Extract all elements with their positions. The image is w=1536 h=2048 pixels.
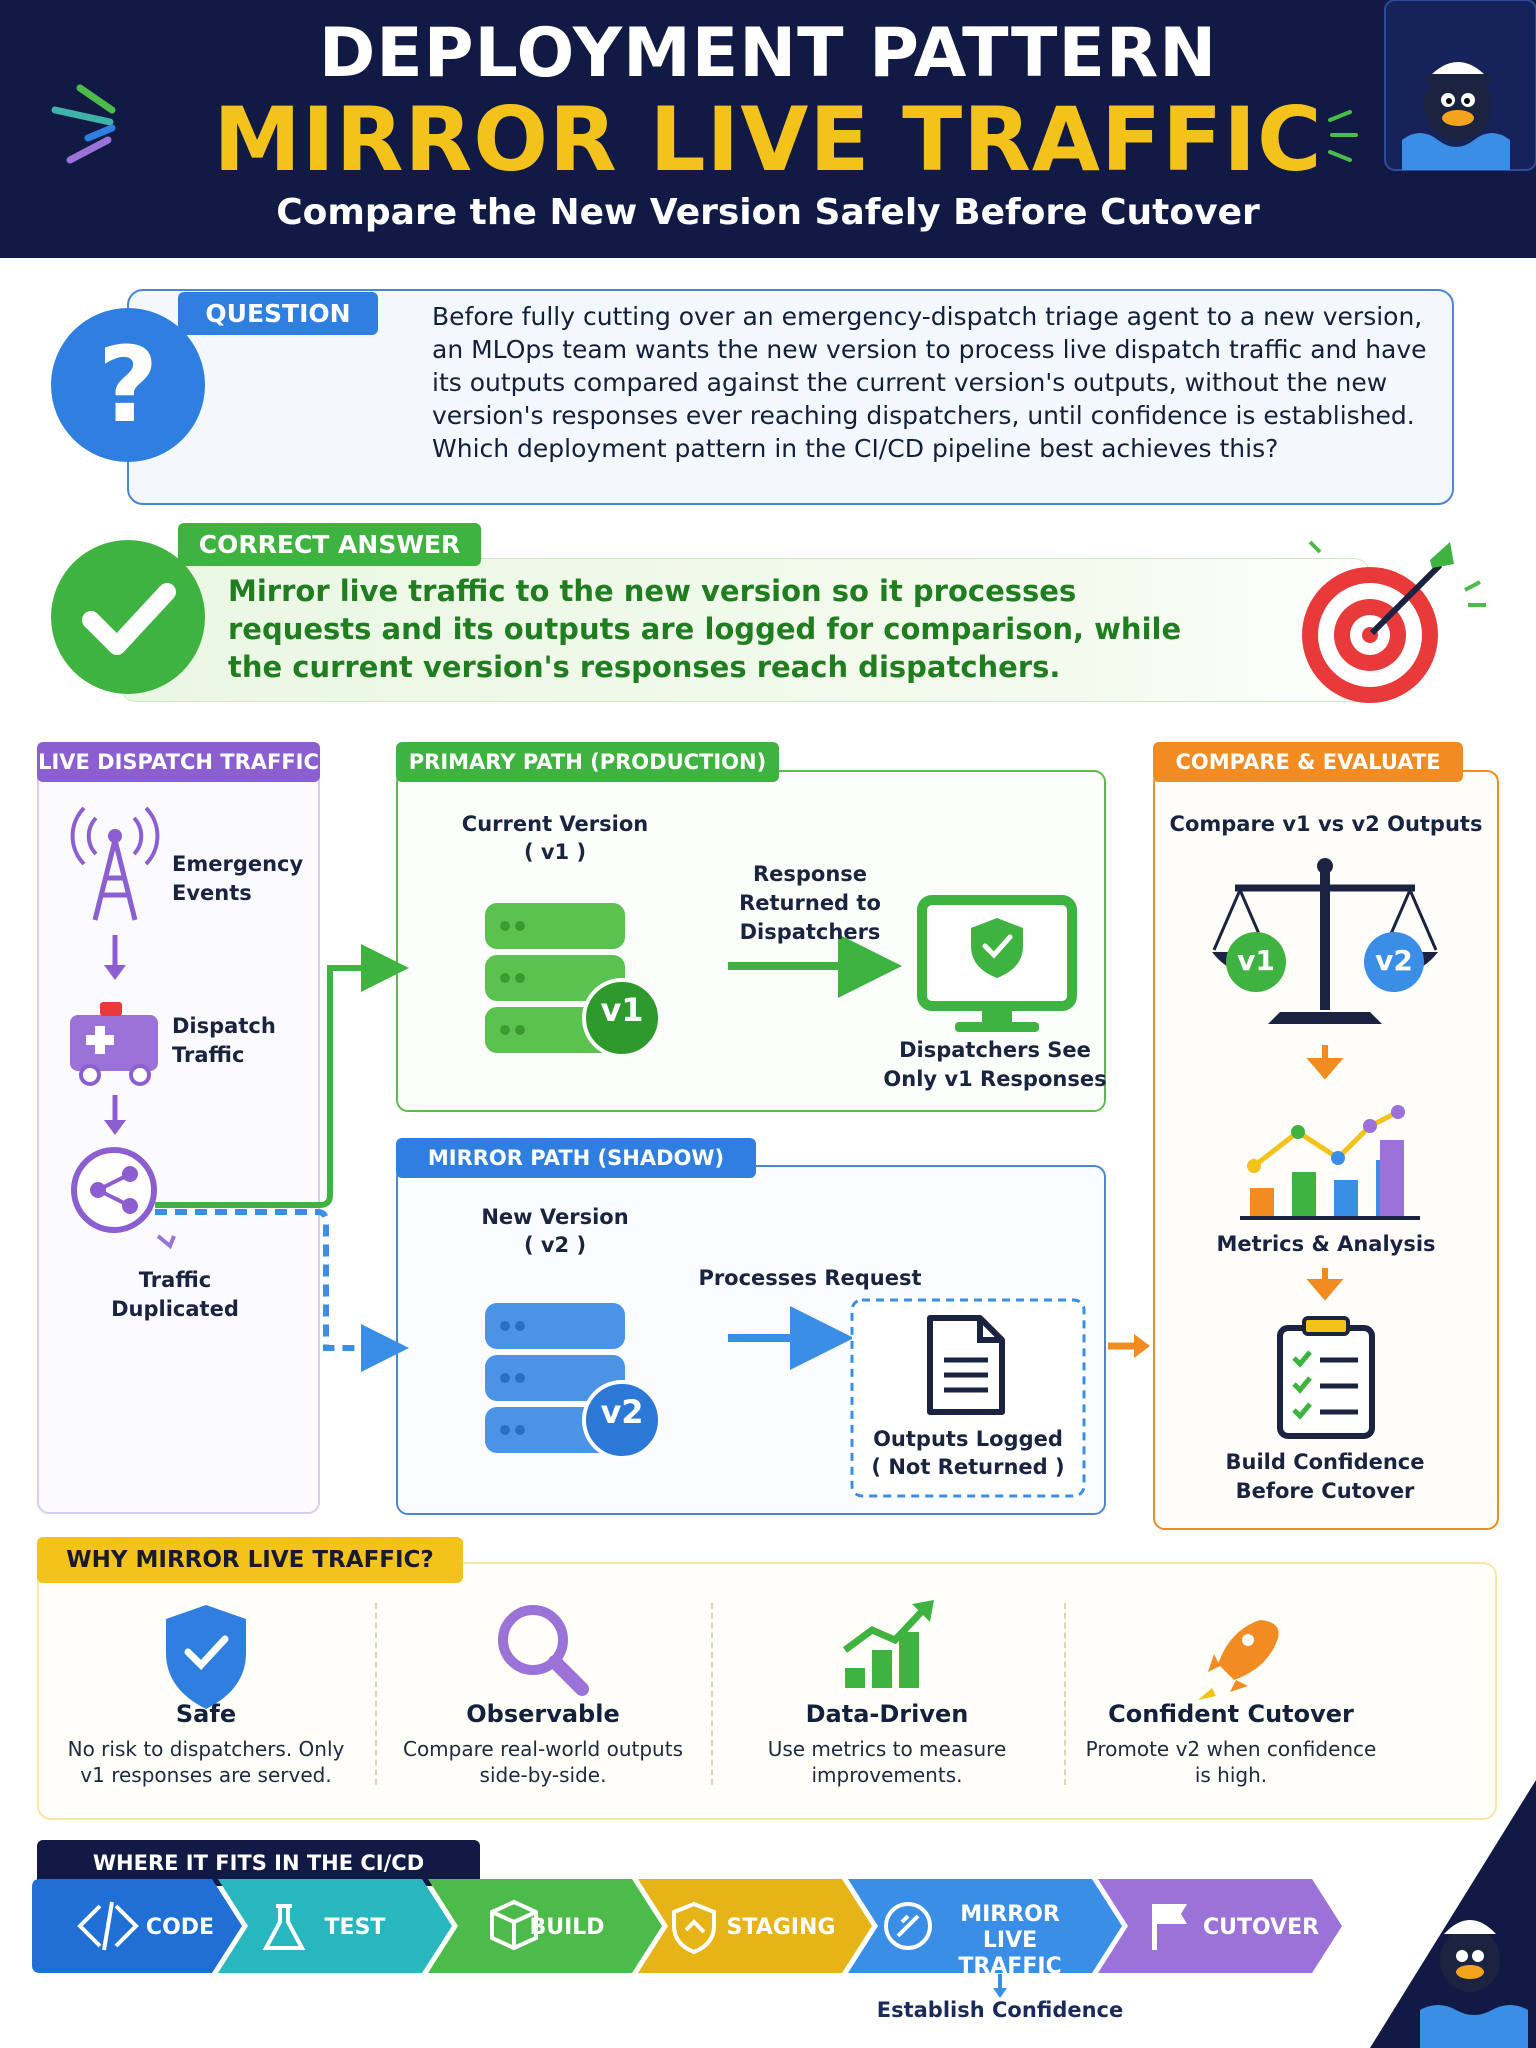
pipeline-label-build: BUILD <box>529 1915 605 1940</box>
down-arrow-icon <box>1306 1045 1344 1080</box>
header-subtitle: Compare the New Version Safely Before Cu… <box>276 192 1260 233</box>
question-tab: QUESTION <box>178 292 378 335</box>
pipeline-label-cutover: CUTOVER <box>1202 1915 1320 1940</box>
pipeline-stage-build <box>428 1879 662 1973</box>
balance-scale-icon <box>1212 858 1438 1024</box>
header-title: DEPLOYMENT PATTERN <box>318 14 1218 93</box>
v2-pan-label: v2 <box>1375 944 1413 977</box>
why-item-title: Confident Cutover <box>1108 1700 1354 1728</box>
why-item-title: Safe <box>175 1700 237 1728</box>
split-arrow-icon <box>156 1234 176 1250</box>
down-arrow-icon <box>104 1095 126 1135</box>
why-tab: WHY MIRROR LIVE TRAFFIC? <box>37 1537 463 1583</box>
magnifier-icon <box>498 1605 589 1696</box>
v1-pan-label: v1 <box>1237 944 1275 977</box>
why-icons <box>166 1600 1279 1709</box>
growth-chart-icon <box>842 1600 934 1688</box>
pipeline-chevrons <box>32 1879 1342 1973</box>
monitor-shield-icon <box>917 895 1077 1032</box>
primary-path-tab: PRIMARY PATH (PRODUCTION) <box>396 742 779 782</box>
emergency-events-label: Emergency Events <box>172 852 304 905</box>
live-traffic-tab: LIVE DISPATCH TRAFFIC <box>37 742 320 782</box>
header-headline: MIRROR LIVE TRAFFIC <box>213 88 1323 191</box>
clipboard-checklist-icon <box>1277 1316 1375 1439</box>
flow-diagram <box>70 806 1438 1498</box>
traffic-duplicated-label: Traffic Duplicated <box>111 1268 239 1321</box>
answer-tab: CORRECT ANSWER <box>178 523 481 566</box>
code-icon <box>77 1901 139 1951</box>
dispatchers-see-label: Dispatchers See Only v1 Responses <box>883 1038 1107 1091</box>
server-v2-icon <box>485 1303 662 1460</box>
rocket-icon <box>1198 1620 1279 1700</box>
radio-tower-icon <box>70 806 160 921</box>
cube-icon <box>490 1899 538 1951</box>
current-version-label: Current Version <box>461 812 649 836</box>
flag-icon <box>1152 1904 1187 1950</box>
live-traffic-panel <box>37 744 320 1514</box>
outputs-logged-label: Outputs Logged <box>873 1427 1063 1451</box>
pipeline-label-test: TEST <box>324 1915 386 1940</box>
mirror-connector <box>155 1209 409 1372</box>
header-banner: DEPLOYMENT PATTERN MIRROR LIVE TRAFFIC C… <box>0 0 1536 258</box>
why-item-desc: No risk to dispatchers. Only v1 response… <box>67 1737 345 1787</box>
flask-icon <box>262 1904 306 1950</box>
server-v1-icon <box>485 903 662 1058</box>
target-icon <box>1302 540 1486 703</box>
why-item-title: Observable <box>466 1700 620 1728</box>
why-section <box>37 1562 1497 1820</box>
not-returned-label: ( Not Returned ) <box>871 1455 1065 1479</box>
answer-text: Mirror live traffic to the new version s… <box>228 574 1182 684</box>
shield-check-icon <box>166 1605 246 1709</box>
mirror-icon <box>884 1902 932 1950</box>
metrics-label: Metrics & Analysis <box>1216 1232 1436 1256</box>
why-item-desc: Promote v2 when confidence is high. <box>1085 1737 1377 1787</box>
pipeline-label-code: CODE <box>145 1915 215 1940</box>
compare-heading: Compare v1 vs v2 Outputs <box>1169 812 1483 836</box>
build-confidence-label: Build Confidence Before Cutover <box>1225 1450 1425 1503</box>
why-item-desc: Compare real-world outputs side-by-side. <box>402 1737 683 1787</box>
answer-box <box>120 558 1370 702</box>
why-divider <box>1064 1603 1066 1785</box>
question-text: Before fully cutting over an emergency-d… <box>432 302 1427 463</box>
why-divider <box>375 1603 377 1785</box>
pipeline-label-mirror: MIRROR LIVE TRAFFIC <box>958 1902 1062 1979</box>
pipeline-stage-cutover <box>1098 1879 1342 1973</box>
mascot-duck-icon <box>1384 0 1536 171</box>
processes-request-label: Processes Request <box>698 1266 922 1290</box>
v1-badge: v1 <box>600 991 644 1029</box>
sparkle-left-icon <box>51 84 116 164</box>
response-returned-label: Response Returned to Dispatchers <box>739 862 881 944</box>
why-item-title: Data-Driven <box>805 1700 969 1728</box>
bar-chart-icon <box>1240 1105 1420 1220</box>
mirror-path-tab: MIRROR PATH (SHADOW) <box>396 1138 756 1178</box>
sparkle-right-icon <box>1328 110 1358 162</box>
shield-icon <box>672 1901 716 1955</box>
down-arrow-icon <box>1306 1268 1344 1301</box>
share-network-icon <box>71 1147 157 1233</box>
ambulance-icon <box>70 1002 158 1086</box>
current-version-code: ( v1 ) <box>523 840 587 864</box>
new-version-label: New Version <box>481 1205 629 1229</box>
primary-connector <box>155 944 409 1208</box>
dispatch-traffic-label: Dispatch Traffic <box>172 1014 276 1067</box>
question-box <box>127 289 1454 505</box>
down-arrow-icon <box>104 935 126 980</box>
pipeline-footer-label: Establish Confidence <box>876 1998 1124 2022</box>
why-divider <box>711 1603 713 1785</box>
pipeline-stage-mirror <box>848 1879 1122 1973</box>
pipeline-label-staging: STAGING <box>726 1915 836 1940</box>
checkmark-icon <box>51 540 205 694</box>
header-decorations <box>51 0 1536 171</box>
question-mark-icon: ? <box>51 308 205 462</box>
new-version-code: ( v2 ) <box>523 1233 587 1257</box>
compare-tab: COMPARE & EVALUATE <box>1153 742 1463 782</box>
document-icon <box>927 1315 1005 1415</box>
why-item-desc: Use metrics to measure improvements. <box>767 1737 1007 1787</box>
v2-badge: v2 <box>600 1393 644 1431</box>
